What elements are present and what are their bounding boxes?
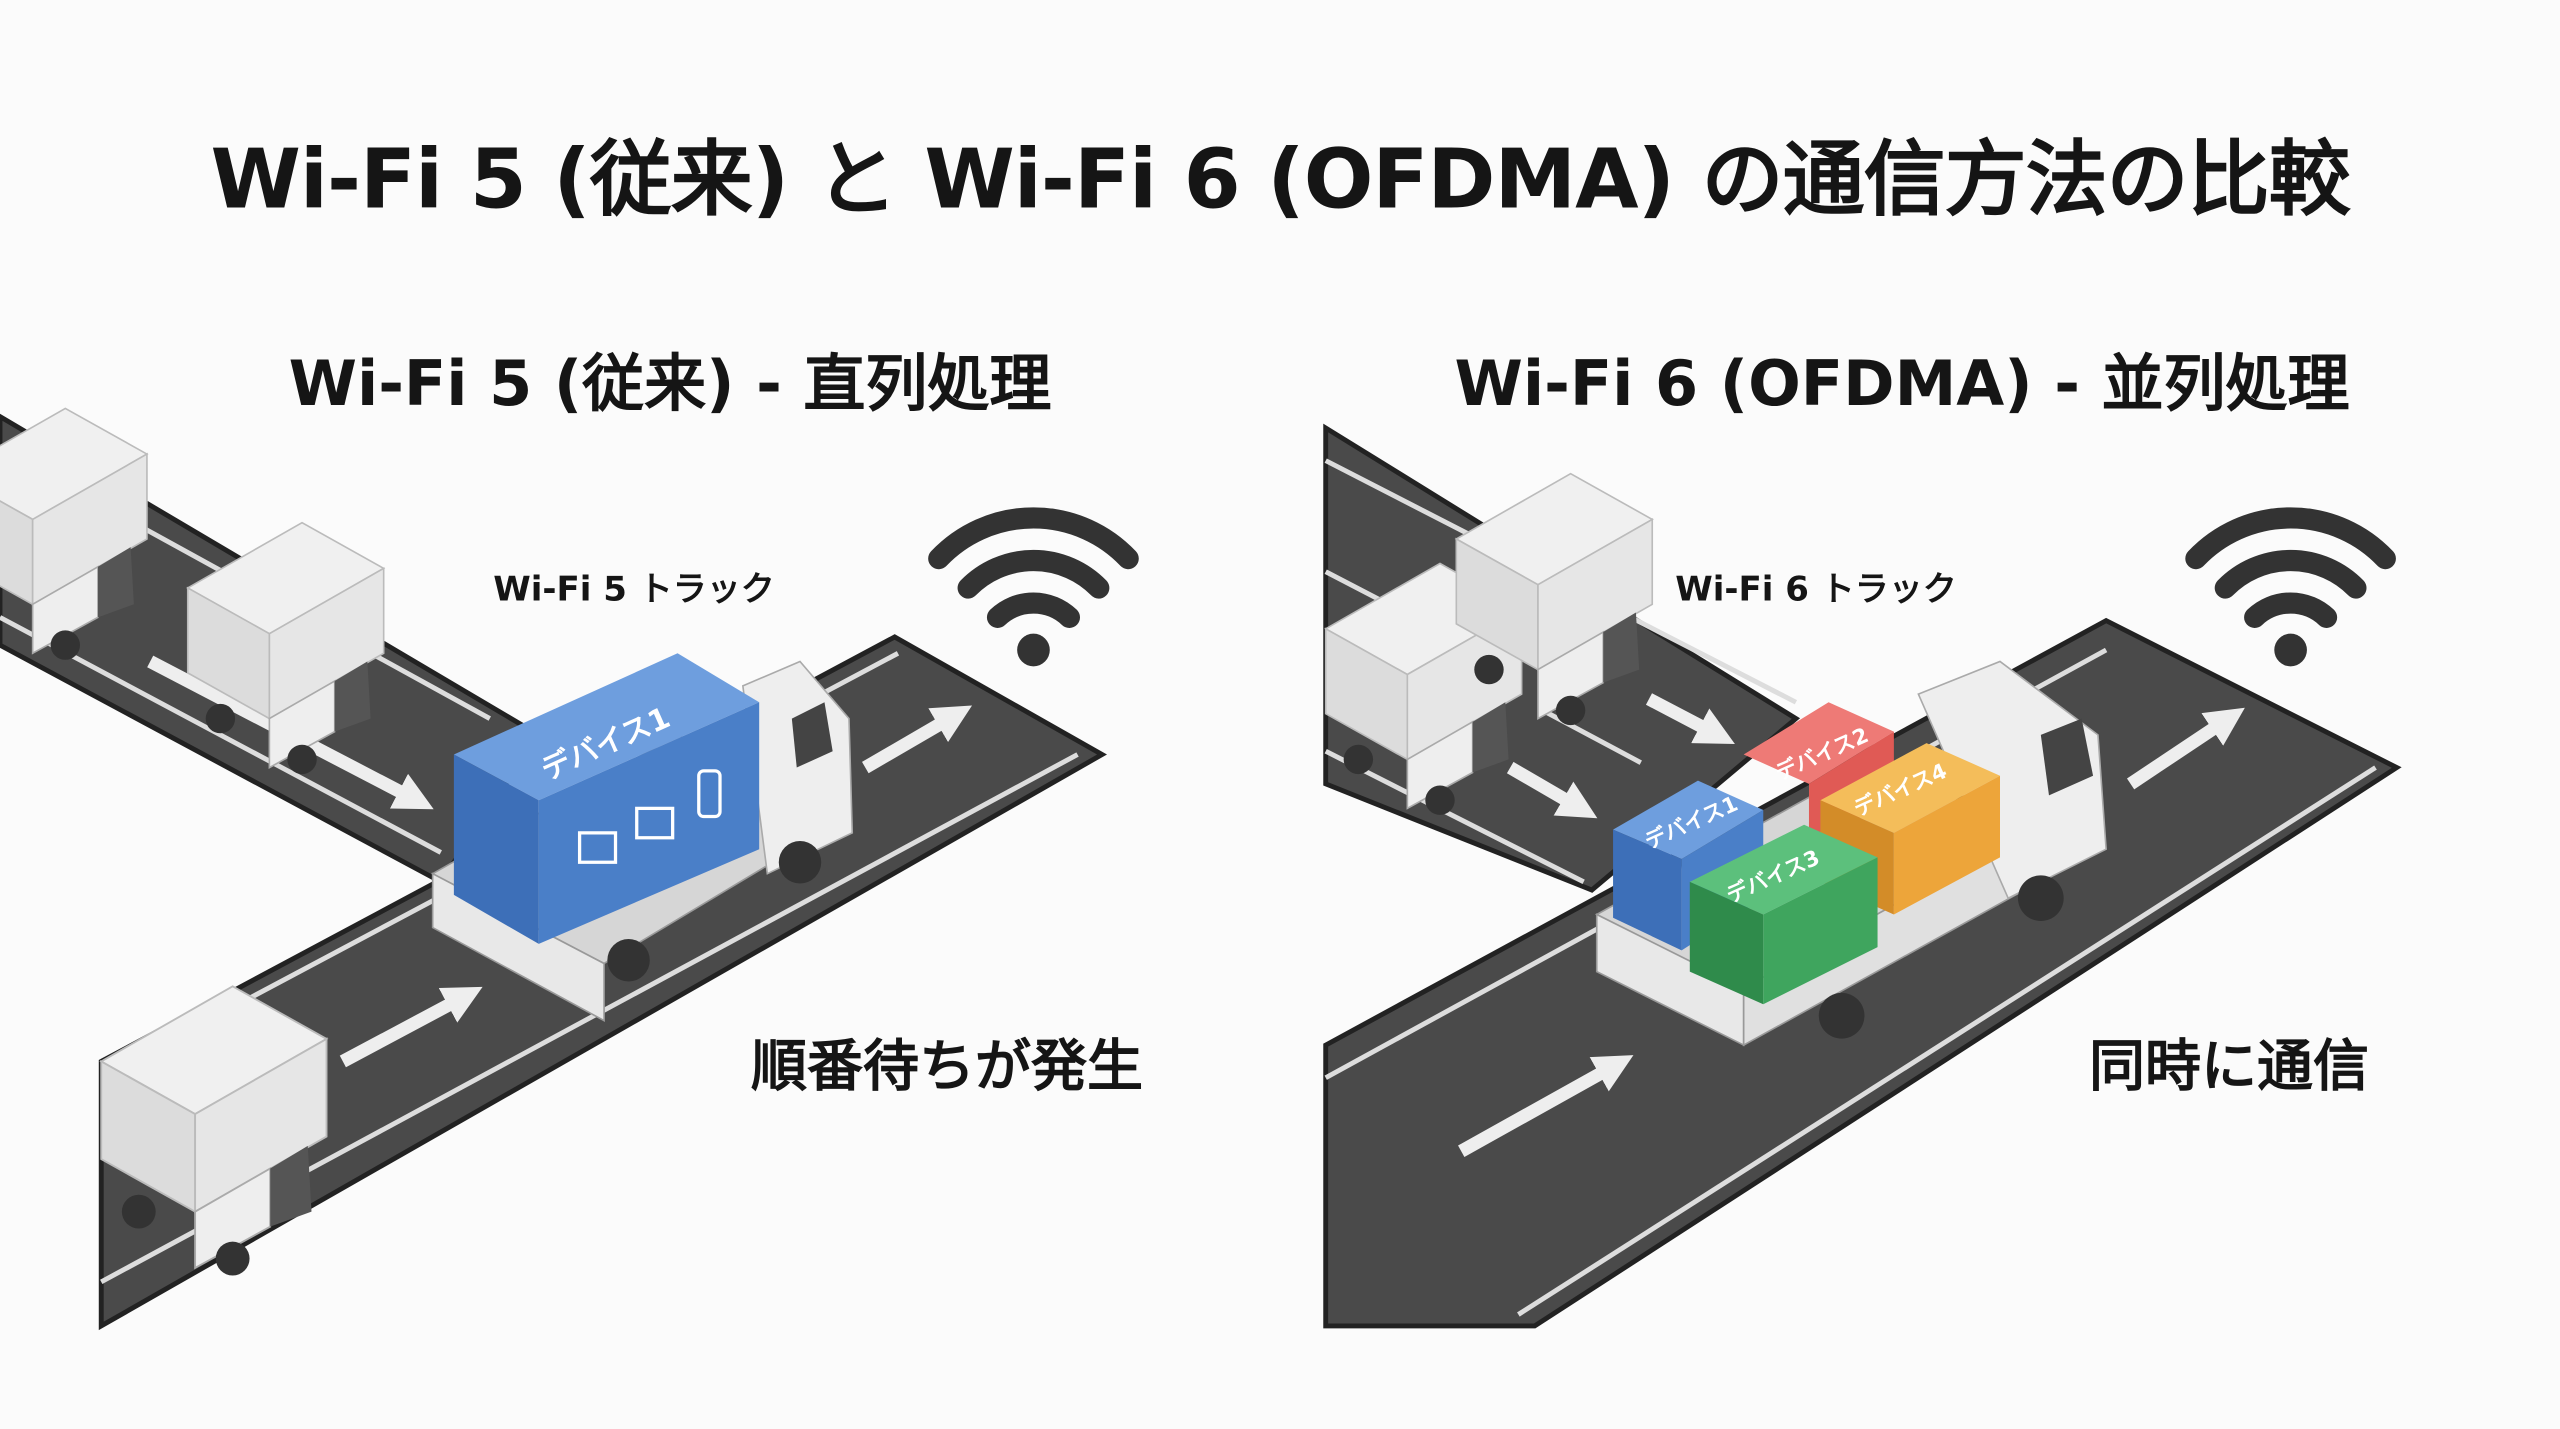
wifi6-truck-label: Wi-Fi 6 トラック	[1675, 569, 1957, 610]
wifi5-truck-label: Wi-Fi 5 トラック	[493, 569, 775, 610]
left-caption: 順番待ちが発生	[751, 1034, 1143, 1100]
monitor-icon	[635, 806, 675, 840]
page-title: Wi-Fi 5 (従来) と Wi-Fi 6 (OFDMA) の通信方法の比較	[210, 132, 2350, 228]
wifi6-truck: デバイス2 デバイス1 デバイス4 デバイス3	[1594, 660, 2107, 1047]
right-heading: Wi-Fi 6 (OFDMA) - 並列処理	[1454, 347, 2350, 420]
phone-icon	[697, 769, 722, 819]
right-caption: 同時に通信	[2089, 1034, 2369, 1100]
left-heading: Wi-Fi 5 (従来) - 直列処理	[288, 347, 1052, 420]
wifi5-truck: デバイス1	[430, 653, 854, 1022]
wifi-icon	[939, 518, 1128, 666]
monitor-icon	[577, 831, 618, 864]
wifi-icon	[2196, 518, 2385, 666]
